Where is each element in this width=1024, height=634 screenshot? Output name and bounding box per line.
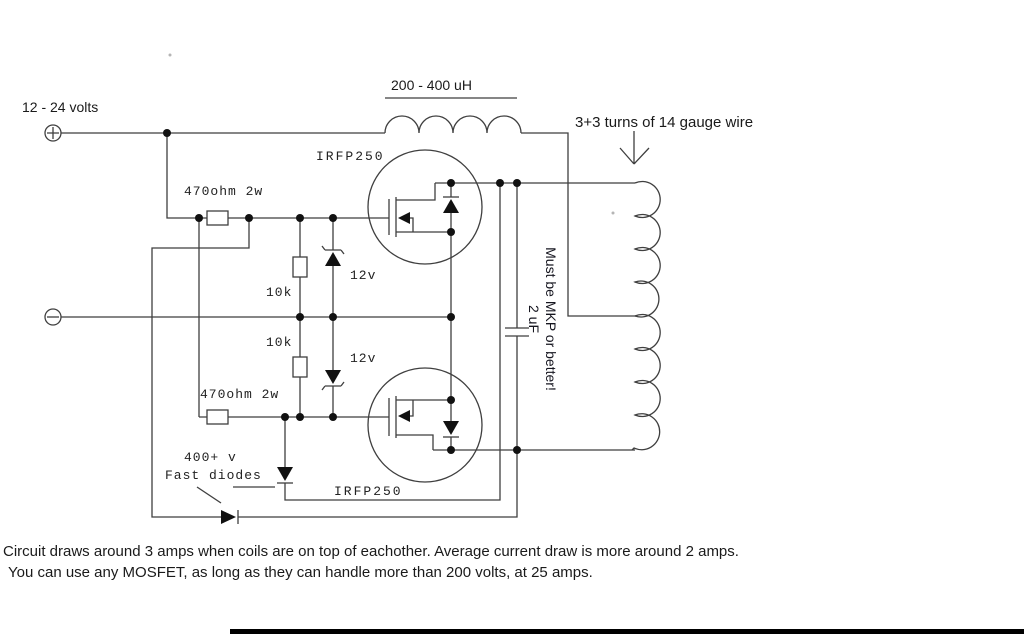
note-line-2: You can use any MOSFET, as long as they … [8,564,593,581]
bias-resistor-top-label: 10k [266,285,293,300]
tank-capacitor [505,183,529,450]
mosfet-top-label: IRFP250 [316,149,385,164]
choke-inductor [384,115,522,134]
wire-choke-to-center-tap [521,132,635,317]
junction-dots [163,129,521,454]
note-line-1: Circuit draws around 3 amps when coils a… [3,543,739,560]
gate-resistor-bottom-label: 470ohm 2w [200,387,280,402]
coil-turns-label: 3+3 turns of 14 gauge wire [575,114,754,131]
gate-resistor-top [206,210,229,226]
body-diode-icon [443,199,459,213]
bottom-black-bar [230,629,1024,634]
mosfet-bottom-label: IRFP250 [334,484,403,499]
wire-cross-couple-a [151,218,518,518]
plus-terminal-icon [44,124,62,142]
top-mosfet [367,149,483,317]
source-arrow-icon [398,410,410,422]
bias-resistor-bottom-label: 10k [266,335,293,350]
bias-resistor-top [292,218,308,317]
zener-diode-bottom [321,317,345,417]
gate-resistor-top-label: 470ohm 2w [184,184,264,199]
bias-resistor-bottom [292,317,308,417]
diode-label-pointer-line [196,486,222,504]
zener-diode-top [321,218,345,317]
wire-vplus-branch [198,218,207,418]
zener-bottom-label: 12v [350,351,377,366]
turns-arrow-icon [619,131,650,165]
scan-artifact-dots [168,53,615,215]
zener-top-label: 12v [350,268,377,283]
choke-value-label: 200 - 400 uH [391,77,472,93]
fast-diode-horizontal [221,510,239,524]
work-coil [631,180,661,451]
gate-resistor-bottom [206,409,229,425]
diode-type-label: Fast diodes [165,468,262,483]
supply-voltage-label: 12 - 24 volts [22,99,99,115]
capacitor-note-text: Must be MKP or better! [543,247,559,391]
source-arrow-icon [398,212,410,224]
minus-terminal-icon [44,308,62,326]
body-diode-icon [443,421,459,435]
capacitor-note: Must be MKP or better! 2 uF [525,234,559,404]
fast-diode-vertical [277,467,293,484]
wire-cross-couple-b [284,183,501,501]
capacitor-value: 2 uF [526,304,542,333]
bottom-mosfet [367,317,483,483]
wire-vplus-dropdown [166,133,207,219]
diode-rating-label: 400+ v [184,450,237,465]
